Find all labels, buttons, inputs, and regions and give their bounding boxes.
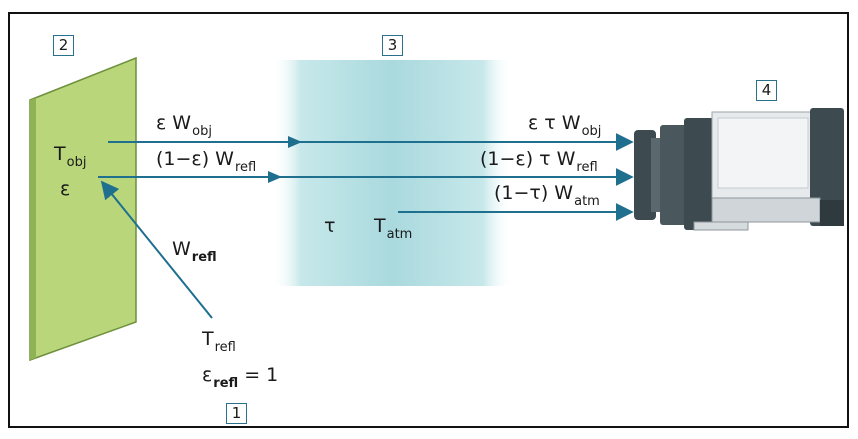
object-plate-edge xyxy=(30,98,36,360)
label-t-atm: Tatm xyxy=(374,215,413,242)
label-beam3-right: (1−τ) Watm xyxy=(494,182,600,209)
label-beam1-right: ε τ Wobj xyxy=(528,112,602,139)
beam-incoming-reflection xyxy=(100,180,213,319)
label-beam2-left: (1−ε) Wrefl xyxy=(156,148,257,175)
beam-arrow-mid-1 xyxy=(288,136,302,148)
label-eps-refl: εrefl = 1 xyxy=(202,364,279,391)
label-beam2-right: (1−ε) τ Wrefl xyxy=(480,148,598,175)
box-number-4: 4 xyxy=(756,80,777,101)
outer-frame xyxy=(8,12,849,428)
label-w-refl: Wrefl xyxy=(172,238,217,265)
thermal-camera xyxy=(634,108,844,231)
box-number-2: 2 xyxy=(53,35,74,56)
label-tau: τ xyxy=(324,215,336,237)
box-number-3: 3 xyxy=(382,35,403,56)
label-epsilon: ε xyxy=(60,178,71,200)
label-beam1-left: ε Wobj xyxy=(156,112,212,139)
beam-arrow-mid-2 xyxy=(268,171,282,183)
label-t-refl: Trefl xyxy=(202,328,236,355)
object-plate xyxy=(29,56,137,362)
atmosphere-band xyxy=(272,60,512,286)
box-number-1: 1 xyxy=(226,403,247,424)
label-t-obj: Tobj xyxy=(54,143,87,170)
